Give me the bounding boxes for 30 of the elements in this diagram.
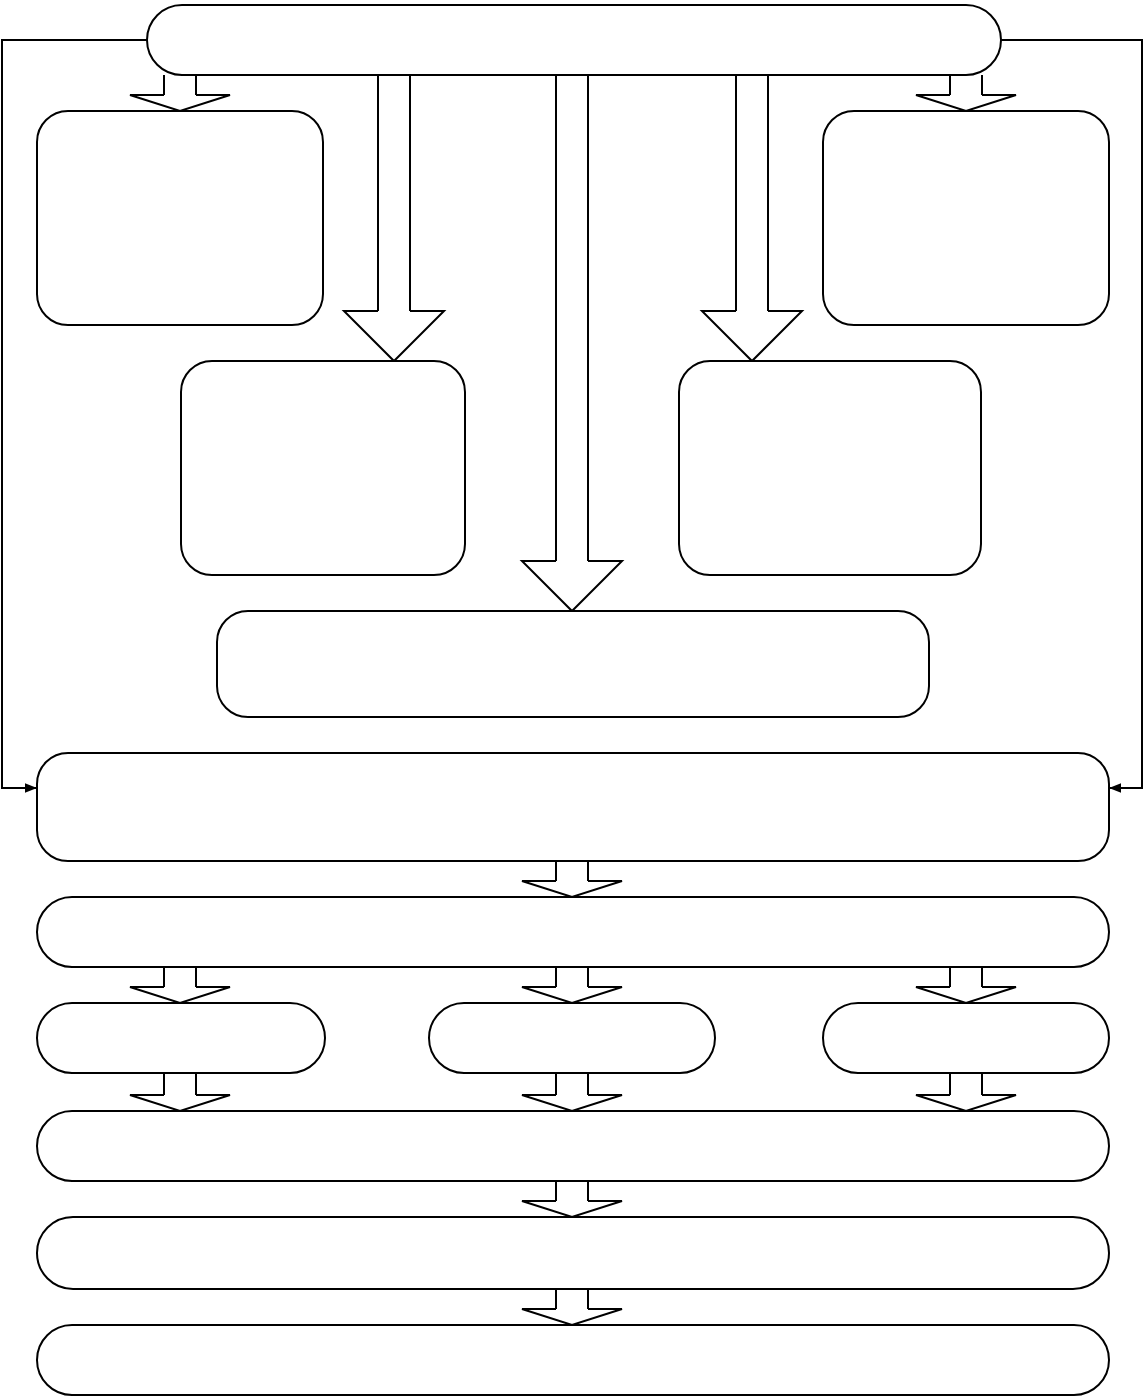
- pill-box: [36, 1002, 326, 1074]
- pill-box: [36, 1324, 1110, 1396]
- block-arrow: [521, 1289, 623, 1326]
- block-arrow: [343, 75, 445, 362]
- arrow: [1, 39, 148, 793]
- block-arrow: [129, 1073, 231, 1112]
- pill-box: [36, 1216, 1110, 1290]
- pill-box: [146, 4, 1002, 76]
- block-arrow: [521, 967, 623, 1004]
- block-arrow: [521, 1073, 623, 1112]
- rounded-box: [180, 360, 466, 576]
- rounded-box: [822, 110, 1110, 326]
- arrow: [1000, 39, 1143, 793]
- block-arrow: [521, 75, 623, 612]
- rounded-box: [36, 110, 324, 326]
- block-arrow: [915, 1073, 1017, 1112]
- pill-box: [428, 1002, 716, 1074]
- rounded-box: [36, 752, 1110, 862]
- pill-box: [36, 896, 1110, 968]
- pill-box: [822, 1002, 1110, 1074]
- block-arrow: [521, 1181, 623, 1218]
- block-arrow: [915, 967, 1017, 1004]
- block-arrow: [129, 967, 231, 1004]
- pill-box: [36, 1110, 1110, 1182]
- block-arrow: [701, 75, 803, 362]
- block-arrow: [129, 75, 231, 112]
- rounded-box: [216, 610, 930, 718]
- block-arrow: [915, 75, 1017, 112]
- block-arrow: [521, 861, 623, 898]
- rounded-box: [678, 360, 982, 576]
